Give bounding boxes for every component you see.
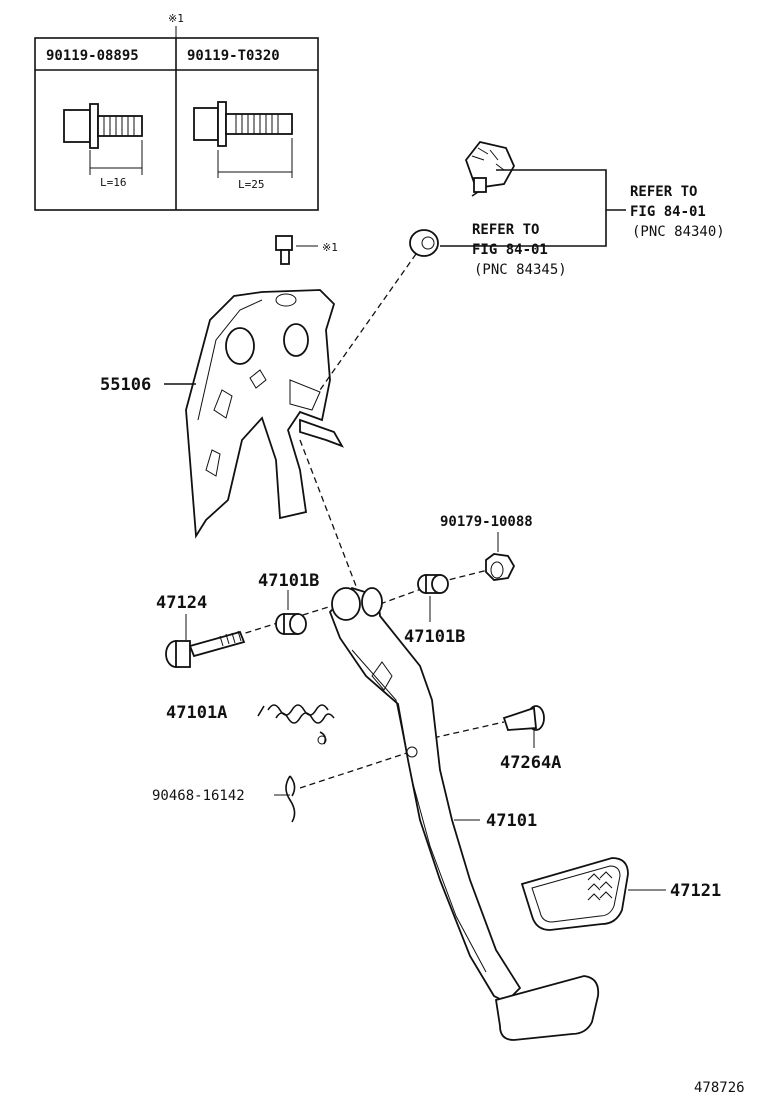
pedal-bracket — [185, 289, 345, 539]
bracket-bolt-icon — [275, 235, 293, 265]
ref-upper-line3: (PNC 84340) — [632, 224, 725, 240]
label-47101b-left: 47101B — [258, 571, 319, 591]
pedal-pad-icon — [520, 857, 629, 931]
label-90179-10088: 90179-10088 — [440, 514, 533, 530]
label-47121: 47121 — [670, 881, 721, 901]
label-47264a: 47264A — [500, 753, 561, 773]
label-55106: 55106 — [100, 375, 151, 395]
ref-upper-line1: REFER TO — [630, 184, 697, 200]
bushing-right-icon — [417, 574, 449, 594]
bolt-table: ※1 90119-08895 90119-T0320 L=16 L= — [34, 12, 319, 211]
bolt-l16-icon — [63, 103, 143, 175]
bolt-l25-icon — [193, 101, 293, 178]
table-header-1: 90119-08895 — [46, 48, 139, 64]
label-90468-16142: 90468-16142 — [152, 788, 245, 804]
cushion-icon — [409, 229, 439, 257]
pedal-foot-plate — [494, 975, 600, 1041]
ref-lower-line1: REFER TO — [472, 222, 539, 238]
label-47101b-right: 47101B — [404, 627, 465, 647]
pivot-bolt-icon — [165, 630, 246, 668]
ref-lower-line3: (PNC 84345) — [474, 262, 567, 278]
assembly-line-pedal — [299, 439, 357, 587]
ref-bracket-upper — [496, 169, 607, 247]
clip-icon — [285, 775, 296, 823]
nut-icon — [485, 553, 516, 581]
label-47101: 47101 — [486, 811, 537, 831]
brake-pedal-arm — [328, 586, 522, 1004]
assembly-line-switch — [319, 253, 417, 391]
pedal-pin-icon — [502, 705, 545, 731]
return-spring-icon — [257, 704, 335, 745]
bolt-length-1: L=16 — [100, 176, 127, 189]
bushing-left-icon — [275, 613, 307, 635]
bolt-marker: ※1 — [322, 241, 338, 254]
ref-lower-line2: FIG 84-01 — [472, 242, 548, 258]
bolt-length-2: L=25 — [238, 178, 265, 191]
label-47101a: 47101A — [166, 703, 227, 723]
ref-upper-line2: FIG 84-01 — [630, 204, 706, 220]
label-47124: 47124 — [156, 593, 207, 613]
table-marker: ※1 — [168, 12, 184, 25]
figure-number: 478726 — [694, 1080, 745, 1096]
table-header-2: 90119-T0320 — [187, 48, 280, 64]
stop-lamp-switch-icon — [464, 140, 516, 197]
